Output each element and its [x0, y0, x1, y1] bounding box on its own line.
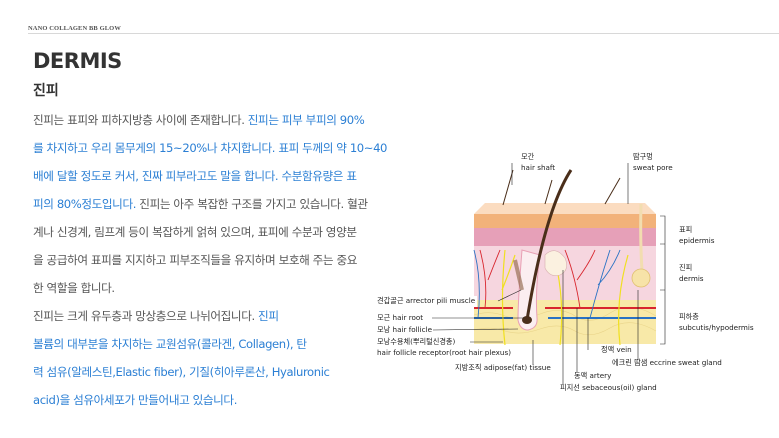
epidermis-upper — [474, 214, 656, 228]
body-line: 계나 신경계, 림프계 등이 복잡하게 얽혀 있으며, 표피에 수분과 영양분 — [33, 224, 357, 240]
label-ko: 모낭수용체(뿌리털신경총) — [377, 337, 456, 346]
text-segment: 를 차지하고 우리 몸무게의 15~20%나 차지합니다. 표피 두께의 약 1… — [33, 141, 388, 155]
text-segment: 진피는 아주 복잡한 구조를 가지고 있습니다. 혈관 — [139, 197, 368, 211]
text-segment: 진피는 피부 부피의 90% — [247, 113, 365, 127]
body-line: 한 역할을 합니다. — [33, 280, 115, 296]
label-en: hair shaft — [521, 162, 556, 172]
page-subtitle: 진피 — [33, 83, 59, 99]
body-line: acid)을 섬유아세포가 만들어내고 있습니다. — [33, 392, 237, 408]
header-divider — [28, 33, 779, 34]
label-hair-root: 모근 hair root — [377, 313, 424, 322]
label-en: epidermis — [679, 235, 715, 245]
label-sebaceous: 피지선 sebaceous(oil) gland — [560, 383, 657, 392]
label-eccrine: 에크린 땀샘 eccrine sweat gland — [612, 358, 722, 367]
label-adipose: 지방조직 adipose(fat) tissue — [455, 363, 551, 372]
label-receptor: 모낭수용체(뿌리털신경총)hair follicle receptor(root… — [377, 337, 511, 358]
skin-surface — [474, 203, 656, 214]
dermis-layer — [474, 243, 656, 300]
label-en: arrector pili muscle — [405, 296, 476, 305]
epidermis-lower — [474, 228, 656, 246]
label-ko: 피하층 — [679, 312, 699, 321]
label-en: dermis — [679, 273, 704, 283]
body-line: 진피는 크게 유두층과 망상층으로 나뉘어집니다. 진피 — [33, 308, 279, 324]
body-line: 피의 80%정도입니다. 진피는 아주 복잡한 구조를 가지고 있습니다. 혈관 — [33, 196, 368, 212]
body-line: 볼륨의 대부분을 차지하는 교원섬유(콜라겐, Collagen), 탄 — [33, 336, 307, 352]
text-segment: 배에 달할 정도로 커서, 진짜 피부라고도 말을 합니다. 수분함유량은 표 — [33, 169, 357, 183]
text-segment: 진피는 크게 유두층과 망상층으로 나뉘어집니다. — [33, 309, 259, 323]
label-ko: 땀구멍 — [633, 152, 653, 161]
body-line: 력 섬유(알레스틴,Elastic fiber), 기질(히아루론산, Hyal… — [33, 364, 330, 380]
body-line: 를 차지하고 우리 몸무게의 15~20%나 차지합니다. 표피 두께의 약 1… — [33, 140, 387, 156]
body-line: 을 공급하여 표피를 지지하고 피부조직들을 유지하며 보호해 주는 중요 — [33, 252, 357, 268]
label-en: sweat pore — [633, 162, 673, 172]
label-ko: 모간 — [521, 152, 535, 161]
page-title: DERMIS — [33, 49, 122, 73]
body-line: 배에 달할 정도로 커서, 진짜 피부라고도 말을 합니다. 수분함유량은 표 — [33, 168, 357, 184]
label-vein: 정맥 vein — [601, 345, 632, 354]
label-hair-follicle: 모낭 hair follicle — [377, 325, 432, 334]
label-ko: 견갑골근 — [377, 296, 404, 305]
text-segment: 진피 — [258, 309, 279, 323]
label-ko: 진피 — [679, 263, 693, 272]
text-segment: 볼륨의 대부분을 차지하는 교원섬유(콜라겐, Collagen), 탄 — [33, 337, 307, 351]
text-segment: 계나 신경계, 림프계 등이 복잡하게 얽혀 있으며, 표피에 수분과 영양분 — [33, 225, 357, 239]
body-line: 진피는 표피와 피하지방층 사이에 존재합니다. 진피는 피부 부피의 90% — [33, 112, 365, 128]
text-segment: 력 섬유(알레스틴,Elastic fiber), 기질(히아루론산, Hyal… — [33, 365, 330, 379]
text-segment: acid)을 섬유아세포가 만들어내고 있습니다. — [33, 393, 237, 407]
label-ko: 표피 — [679, 225, 693, 234]
label-arrector: 견갑골근 arrector pili muscle — [377, 296, 478, 307]
label-en: subcutis/hypodermis — [679, 322, 754, 332]
text-segment: 한 역할을 합니다. — [33, 281, 115, 295]
label-artery: 동맥 artery — [574, 371, 612, 380]
text-segment: 을 공급하여 표피를 지지하고 피부조직들을 유지하며 보호해 주는 중요 — [33, 253, 358, 267]
text-segment: 피의 80%정도입니다. — [33, 197, 140, 211]
text-segment: 진피는 표피와 피하지방층 사이에 존재합니다. — [33, 113, 248, 127]
brand-label: NANO COLLAGEN BB GLOW — [28, 25, 121, 32]
hair-shaft — [525, 169, 573, 321]
label-en: hair follicle receptor(root hair plexus) — [377, 347, 512, 357]
